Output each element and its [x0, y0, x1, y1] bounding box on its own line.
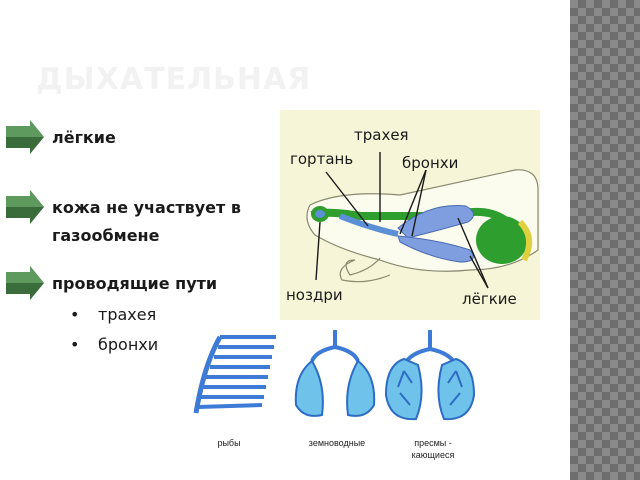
list-item: •бронхи	[70, 335, 159, 354]
caption-amphibians: земноводные	[308, 438, 366, 448]
bullet-skin-line2: газообмене	[52, 226, 160, 245]
bullet-arrow-icon	[6, 190, 44, 224]
label-larynx: гортань	[290, 150, 354, 168]
frog-respiratory-diagram	[280, 110, 540, 320]
bullet-lungs: лёгкие	[52, 128, 116, 147]
sub-item-trachea: трахея	[98, 305, 157, 324]
lungs-comparison-figure	[193, 330, 476, 421]
list-item: •трахея	[70, 305, 157, 324]
caption-reptiles-line2: кающиеся	[411, 450, 455, 460]
bullet-arrow-icon	[6, 266, 44, 300]
label-bronchi: бронхи	[402, 154, 459, 172]
label-nostrils: ноздри	[286, 286, 343, 304]
sub-item-bronchi: бронхи	[98, 335, 159, 354]
bullet-airways: проводящие пути	[52, 274, 218, 293]
label-trachea: трахея	[354, 126, 409, 144]
amphibian-lungs-icon	[294, 330, 376, 417]
bullet-skin-line1: кожа не участвует в	[52, 198, 241, 217]
caption-fish: рыбы	[217, 438, 241, 448]
decorative-side-pattern	[570, 0, 640, 480]
reptile-lungs-icon	[384, 330, 476, 421]
bullet-arrow-icon	[6, 120, 44, 154]
fish-gills-icon	[193, 335, 276, 414]
caption-reptiles-line1: пресмы -	[414, 438, 452, 448]
label-lungs: лёгкие	[462, 290, 517, 308]
slide-title: ДЫХАТЕЛЬНАЯ	[36, 62, 312, 97]
airways-sub-list: •трахея •бронхи	[70, 300, 158, 360]
